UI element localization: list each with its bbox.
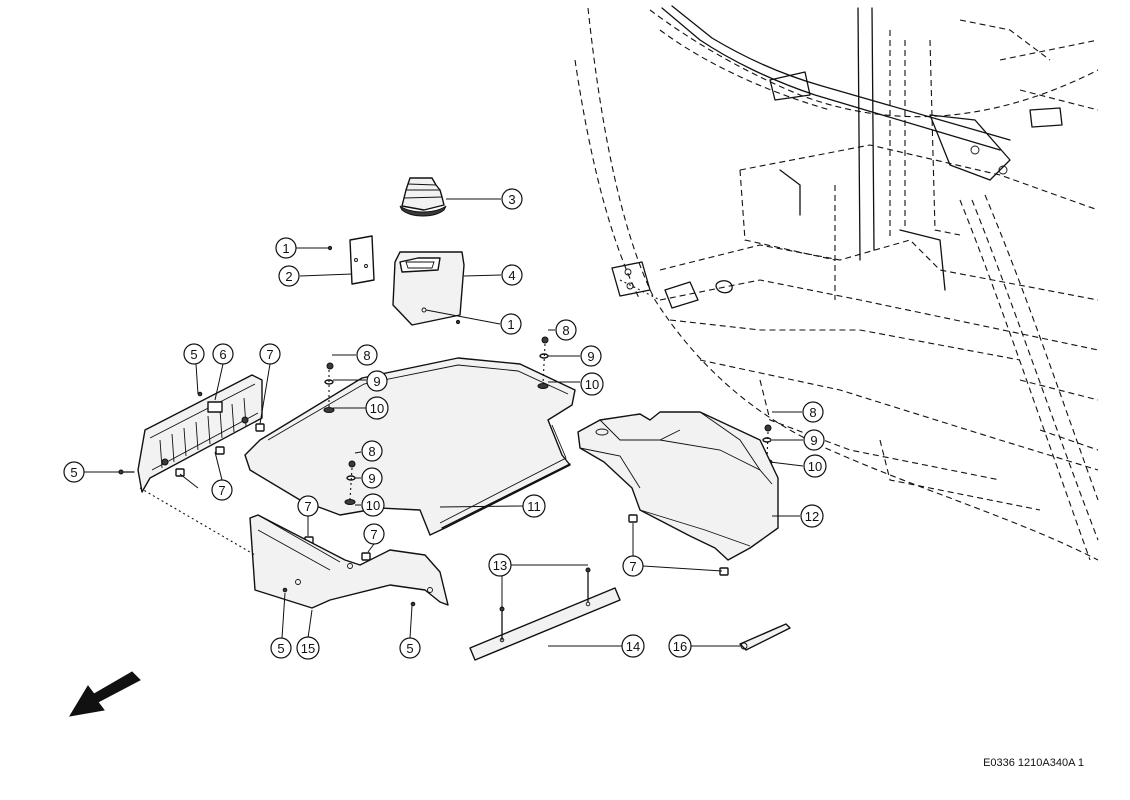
svg-text:5: 5: [406, 641, 413, 656]
alignment-phantom-line: [139, 487, 256, 556]
svg-text:10: 10: [808, 459, 822, 474]
svg-text:9: 9: [368, 471, 375, 486]
svg-text:5: 5: [190, 347, 197, 362]
svg-text:2: 2: [285, 269, 292, 284]
svg-text:11: 11: [527, 499, 541, 514]
svg-text:12: 12: [805, 509, 819, 524]
callout-7-left-lower: 7: [211, 479, 233, 501]
svg-text:4: 4: [508, 268, 515, 283]
callout-1-lower: 1: [500, 313, 522, 335]
callout-10-mat-left: 10: [365, 396, 389, 420]
svg-text:13: 13: [493, 558, 507, 573]
callout-7-upper: 7: [259, 343, 281, 365]
callout-7-right-lower: 7: [622, 555, 644, 577]
part-14-floor-plate: [469, 587, 621, 661]
callout-14: 14: [621, 634, 645, 658]
svg-text:14: 14: [626, 639, 640, 654]
callout-5-bottom-right: 5: [399, 637, 421, 659]
part-16-bracket: [739, 623, 791, 651]
callout-4: 4: [501, 264, 523, 286]
callout-5-left: 5: [63, 461, 85, 483]
svg-text:6: 6: [219, 347, 226, 362]
svg-text:5: 5: [277, 641, 284, 656]
svg-text:1: 1: [282, 241, 289, 256]
callout-9-top-right: 9: [580, 345, 602, 367]
svg-text:3: 3: [508, 192, 515, 207]
svg-text:15: 15: [301, 641, 315, 656]
part-12-console-cover: [577, 411, 779, 561]
part-2-cover-plate: [327, 235, 375, 285]
svg-text:7: 7: [629, 559, 636, 574]
callout-8-mat-center: 8: [361, 440, 383, 462]
callout-13: 13: [488, 553, 512, 577]
svg-text:8: 8: [363, 348, 370, 363]
callout-9-right: 9: [803, 429, 825, 451]
svg-text:5: 5: [70, 465, 77, 480]
callout-10-top-right: 10: [580, 372, 604, 396]
callout-2: 2: [278, 265, 300, 287]
svg-text:10: 10: [366, 498, 380, 513]
callout-5-upper: 5: [183, 343, 205, 365]
svg-text:8: 8: [809, 405, 816, 420]
part-13-screws: [499, 567, 591, 641]
svg-text:10: 10: [585, 377, 599, 392]
cab-frame-outline: [574, 5, 1099, 561]
svg-text:9: 9: [373, 374, 380, 389]
svg-text:9: 9: [810, 433, 817, 448]
callout-3: 3: [501, 188, 523, 210]
svg-text:7: 7: [370, 527, 377, 542]
svg-text:9: 9: [587, 349, 594, 364]
svg-text:7: 7: [218, 483, 225, 498]
callout-9-mat-center: 9: [361, 467, 383, 489]
callout-9-mat-left: 9: [366, 370, 388, 392]
callout-8-top-right: 8: [555, 319, 577, 341]
callout-1: 1: [275, 237, 297, 259]
callout-7-center-right: 7: [363, 523, 385, 545]
callout-12: 12: [800, 504, 824, 528]
part-11-floor-mat: [244, 357, 576, 536]
callout-10-mat-center: 10: [361, 493, 385, 517]
front-direction-arrow-icon: [69, 671, 141, 717]
svg-text:10: 10: [370, 401, 384, 416]
callout-8-right: 8: [802, 401, 824, 423]
callout-8-mat-left: 8: [356, 344, 378, 366]
part-5-screw-left: [118, 469, 135, 475]
leader-lines: [84, 198, 804, 647]
part-15-front-cover: [249, 514, 449, 609]
figure-reference-code: E0336 1210A340A 1: [983, 757, 1084, 769]
callout-6: 6: [212, 343, 234, 365]
svg-text:8: 8: [562, 323, 569, 338]
callout-15: 15: [296, 636, 320, 660]
part-4-console-housing: [392, 251, 465, 326]
callout-5-bottom-left: 5: [270, 637, 292, 659]
svg-text:8: 8: [368, 444, 375, 459]
svg-text:7: 7: [266, 347, 273, 362]
svg-text:1: 1: [507, 317, 514, 332]
callout-7-center-left: 7: [297, 495, 319, 517]
svg-text:16: 16: [673, 639, 687, 654]
callout-10-right: 10: [803, 454, 827, 478]
part-6-side-panel: [137, 374, 263, 493]
callout-11: 11: [522, 494, 546, 518]
svg-text:7: 7: [304, 499, 311, 514]
callout-16: 16: [668, 634, 692, 658]
part-3-shift-boot: [399, 177, 447, 217]
